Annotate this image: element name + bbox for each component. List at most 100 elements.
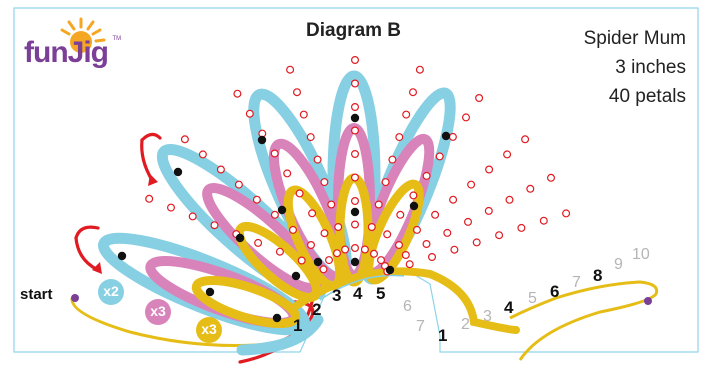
- empty-peg: [351, 173, 360, 182]
- right-number-3: 3: [483, 308, 492, 325]
- badge-x3-yellow-text: x3: [201, 321, 217, 337]
- right-number-8: 8: [593, 266, 603, 285]
- empty-peg: [415, 65, 424, 74]
- empty-peg: [388, 155, 397, 164]
- empty-peg: [526, 184, 535, 193]
- empty-peg: [443, 228, 452, 237]
- tail-right: [509, 280, 659, 361]
- empty-peg: [396, 210, 405, 219]
- empty-peg: [216, 165, 225, 174]
- empty-peg: [319, 265, 328, 274]
- empty-peg: [351, 79, 360, 88]
- empty-peg: [395, 133, 404, 142]
- empty-peg: [431, 210, 440, 219]
- empty-peg: [546, 173, 555, 182]
- empty-peg: [405, 260, 414, 269]
- thin-blue-line: [319, 274, 405, 301]
- empty-peg: [495, 231, 504, 240]
- empty-peg: [254, 238, 263, 247]
- empty-peg: [313, 155, 322, 164]
- empty-peg: [252, 195, 261, 204]
- empty-peg: [521, 135, 530, 144]
- empty-peg: [374, 200, 383, 209]
- filled-peg: [272, 313, 282, 323]
- empty-peg: [307, 241, 316, 250]
- filled-peg: [291, 271, 301, 281]
- empty-peg: [351, 220, 360, 229]
- empty-peg: [485, 165, 494, 174]
- blue-bottom-band: [236, 314, 324, 356]
- empty-peg: [351, 126, 360, 135]
- empty-peg: [370, 249, 379, 258]
- empty-peg: [435, 152, 444, 161]
- count-badges: [98, 279, 222, 343]
- empty-peg: [306, 133, 315, 142]
- right-number-2: 2: [461, 316, 470, 333]
- yellow-petal-1: [191, 276, 301, 328]
- right-number-4: 4: [504, 298, 514, 317]
- end-peg: [644, 297, 652, 305]
- empty-peg: [334, 223, 343, 232]
- empty-peg: [422, 171, 431, 180]
- filled-peg: [205, 287, 215, 297]
- arrow-curve-2: [140, 138, 154, 182]
- empty-peg: [233, 89, 242, 98]
- arrow-curve-4: [74, 236, 100, 272]
- empty-peg: [275, 247, 284, 256]
- empty-peg: [351, 55, 360, 64]
- empty-peg: [381, 178, 390, 187]
- filled-peg: [235, 233, 245, 243]
- filled-peg: [117, 251, 127, 261]
- right-number-10: 10: [632, 246, 650, 263]
- empty-peg: [360, 245, 369, 254]
- filled-peg: [257, 135, 267, 145]
- empty-peg: [299, 110, 308, 119]
- empty-peg: [270, 149, 279, 158]
- filled-peg: [350, 113, 360, 123]
- yellow-base-band: [292, 267, 520, 334]
- pattern-info: Spider Mum 3 inches 40 petals: [584, 24, 686, 111]
- empty-peg: [295, 189, 304, 198]
- empty-peg: [395, 241, 404, 250]
- empty-peg: [198, 150, 207, 159]
- filled-peg: [313, 257, 323, 267]
- filled-peg: [385, 265, 395, 275]
- empty-peg: [505, 195, 514, 204]
- empty-peg: [320, 229, 329, 238]
- filled-peg: [409, 201, 419, 211]
- yellow-petal-5: [364, 179, 424, 285]
- left-number-4: 4: [353, 284, 363, 303]
- empty-peg: [145, 194, 154, 203]
- empty-peg: [517, 223, 526, 232]
- empty-peg: [449, 195, 458, 204]
- empty-peg: [320, 178, 329, 187]
- empty-peg: [308, 209, 317, 218]
- filled-peg: [441, 131, 451, 141]
- logo-sun-disc: [70, 31, 92, 53]
- empty-peg: [464, 217, 473, 226]
- right-number-6: 6: [550, 282, 560, 301]
- arrow-curve-1: [140, 132, 162, 142]
- empty-peg: [289, 225, 298, 234]
- empty-peg: [367, 223, 376, 232]
- empty-peg: [562, 209, 571, 218]
- start-peg: [71, 294, 79, 302]
- left-number-1: 1: [293, 316, 303, 335]
- pattern-petals: 40 petals: [608, 86, 686, 107]
- left-number-3: 3: [332, 286, 342, 305]
- empty-peg: [351, 102, 360, 111]
- faded-number-7: 7: [416, 318, 425, 335]
- right-number-1: 1: [438, 326, 448, 345]
- empty-peg: [409, 191, 418, 200]
- empty-peg: [422, 240, 431, 249]
- empty-peg: [401, 251, 410, 260]
- empty-peg: [351, 244, 360, 253]
- empty-peg: [377, 256, 386, 265]
- pattern-name: Spider Mum: [583, 28, 686, 49]
- empty-peg: [167, 203, 176, 212]
- empty-peg: [325, 256, 334, 265]
- badge-x3-pink: [145, 299, 171, 325]
- used-pegs: [117, 113, 451, 323]
